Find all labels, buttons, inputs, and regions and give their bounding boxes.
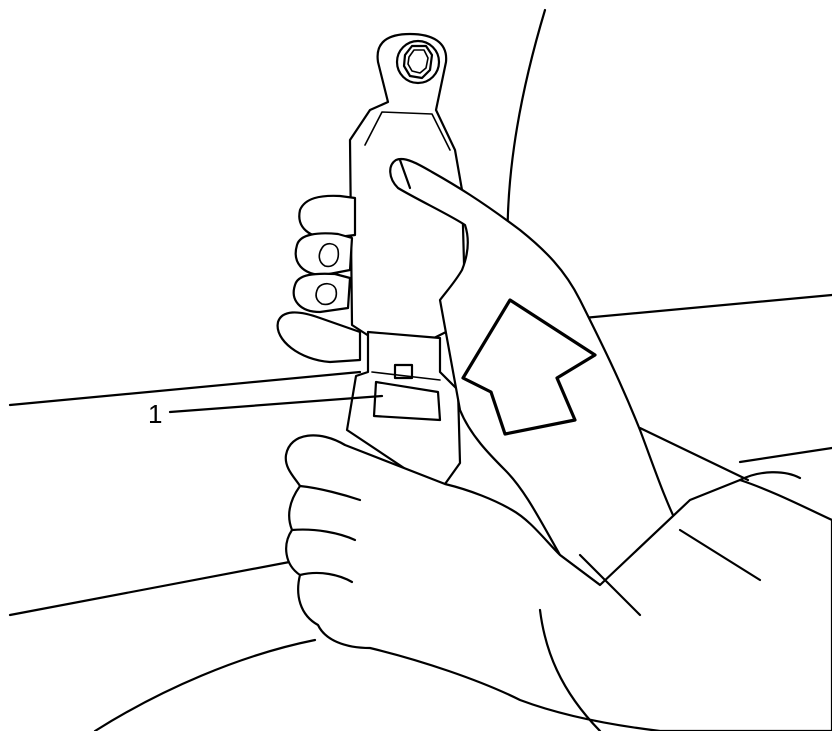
callout-1-label: 1 <box>148 399 162 429</box>
hex-bolt-icon <box>397 41 439 83</box>
